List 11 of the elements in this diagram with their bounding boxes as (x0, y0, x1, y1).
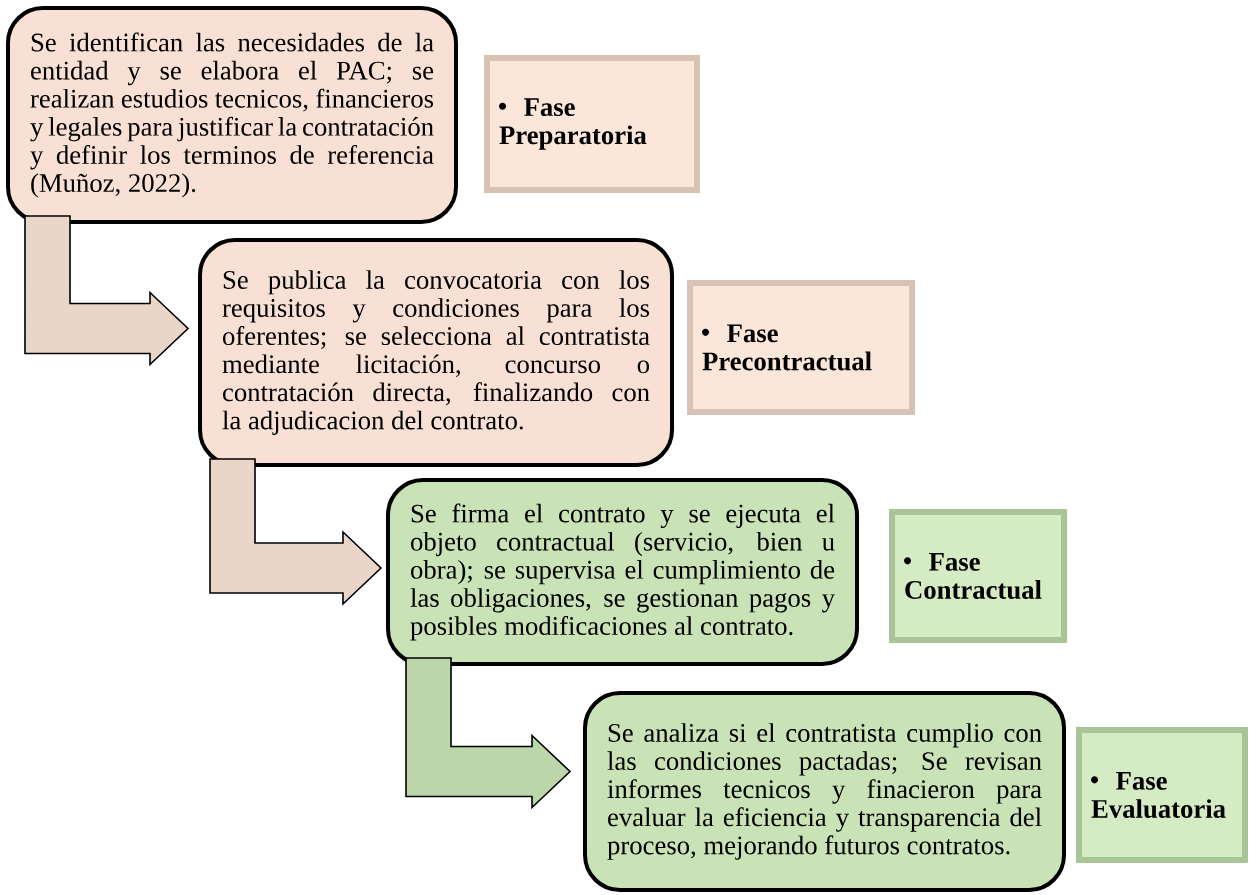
description-box: Se analiza si el contratista cumplio con las condiciones pactadas; Se revisan informes tecnicos y finacieron para evaluar la eficiencia y transparencia del proceso, mejorando futuros contratos. (583, 691, 1066, 892)
bent-arrow (405, 657, 572, 810)
phase-box: Fase Evaluatoria (1076, 727, 1248, 863)
bent-arrow (24, 215, 190, 367)
phase-box: Fase Contractual (889, 509, 1067, 643)
phase-box: Fase Precontractual (687, 280, 915, 415)
description-box: Se identifican las necesidades de la entidad y se elabora el PAC; se realizan estudios tecnicos, financieros y legales para justificar la contratación y definir los terminos de referencia (Muñoz, 2022). (6, 6, 458, 224)
bent-arrow (209, 458, 383, 606)
phase-box: Fase Preparatoria (484, 55, 700, 193)
description-box: Se firma el contrato y se ejecuta el objeto contractual (servicio, bien u obra); se supervisa el cumplimiento de las obligaciones, se gestionan pagos y posibles modificaciones al contrato. (386, 478, 859, 666)
description-box: Se publica la convocatoria con los requisitos y condiciones para los oferentes; se selecciona al contratista mediante licitación, concurso o contratación directa, finalizando con la adjudicacion del contrato. (198, 238, 674, 467)
